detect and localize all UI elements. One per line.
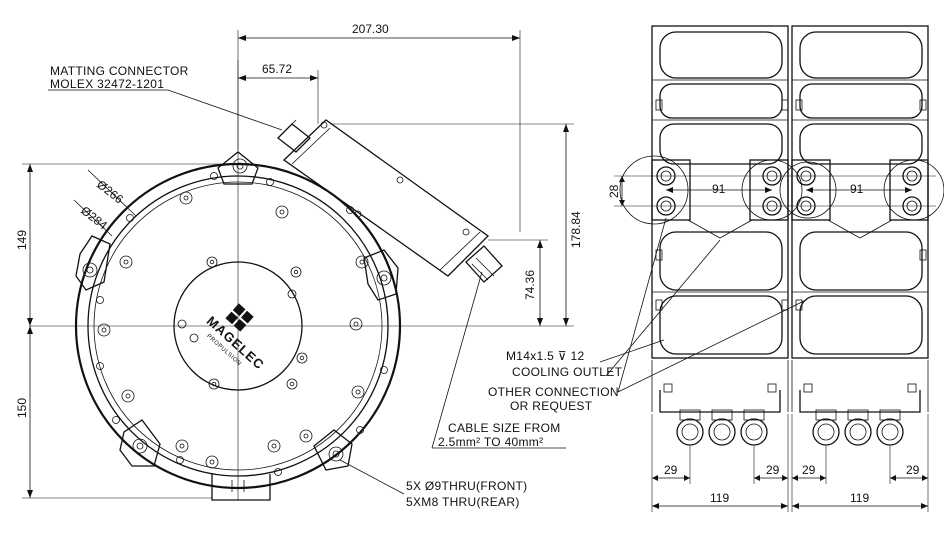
- dim-port-spacing-left: 91: [712, 182, 726, 196]
- note-holes-front: 5X Ø9THRU(FRONT): [406, 479, 527, 493]
- dim-dia-bolt: Ø284: [78, 203, 110, 232]
- note-cooling: COOLING OUTLET: [512, 365, 623, 379]
- hub-bolts: [177, 256, 308, 390]
- side-dimensions: 28 91 91 29 29: [607, 176, 929, 512]
- dim-height-lower: 150: [15, 398, 29, 418]
- note-cable-1: CABLE SIZE FROM: [448, 421, 561, 435]
- side-view: 28 91 91 29 29: [488, 25, 944, 512]
- note-other-1: OTHER CONNECTION: [488, 385, 619, 399]
- left-pods: [652, 31, 788, 355]
- housing-inner-ring: [93, 181, 383, 471]
- front-notes: MATTING CONNECTOR MOLEX 32472-1201 CABLE…: [48, 64, 566, 509]
- front-dimensions: 207.30 65.72 149 150 178.84 74.36 Ø266 Ø…: [15, 22, 583, 499]
- note-connector-2: MOLEX 32472-1201: [50, 77, 164, 91]
- right-pods: [792, 31, 928, 355]
- dim-module-width-left: 119: [710, 491, 729, 505]
- note-connector-1: MATTING CONNECTOR: [50, 64, 189, 78]
- dim-cable-height: 74.36: [523, 270, 537, 300]
- magelec-logo: MAGELEC PROPULSION: [204, 303, 267, 373]
- housing-face: [87, 175, 389, 477]
- side-pins: [655, 99, 927, 311]
- dim-module-width-right: 119: [850, 491, 869, 505]
- face-bolts: [97, 191, 369, 469]
- dim-connector-height: 178.84: [569, 211, 583, 248]
- dim-outlet-right-a: 29: [802, 463, 816, 477]
- note-port-thread: M14x1.5 ⊽ 12: [506, 349, 584, 363]
- cable-glands-left: [676, 409, 768, 446]
- dim-outlet-left-b: 29: [766, 463, 780, 477]
- rim-bolts: [96, 172, 388, 476]
- note-holes-rear: 5XM8 THRU(REAR): [406, 495, 520, 509]
- terminal-box-left: [651, 360, 789, 446]
- connector-assembly: [277, 119, 503, 283]
- cable-gland: [465, 245, 503, 283]
- molex-connector: [277, 123, 311, 153]
- cable-glands-right: [812, 409, 904, 446]
- front-view: MAGELEC PROPULSION: [30, 60, 420, 501]
- bottom-bracket: [211, 474, 271, 501]
- side-notes: M14x1.5 ⊽ 12 COOLING OUTLET OTHER CONNEC…: [488, 217, 807, 413]
- dim-outlet-right-b: 29: [906, 463, 920, 477]
- hub-circle: [173, 261, 303, 391]
- dim-outlet-left-a: 29: [664, 463, 678, 477]
- terminal-box-right: [791, 360, 929, 446]
- dim-connector-offset: 65.72: [262, 62, 292, 76]
- dim-port-spacing-v: 28: [607, 184, 621, 198]
- dim-overall-width: 207.30: [352, 22, 389, 36]
- mounting-lugs: [75, 151, 399, 471]
- note-cable-2: 2.5mm² TO 40mm²: [438, 435, 543, 449]
- note-other-2: OR REQUEST: [510, 399, 593, 413]
- connector-body: [282, 119, 490, 277]
- dim-port-spacing-right: 91: [850, 182, 864, 196]
- dim-height-upper: 149: [15, 230, 29, 250]
